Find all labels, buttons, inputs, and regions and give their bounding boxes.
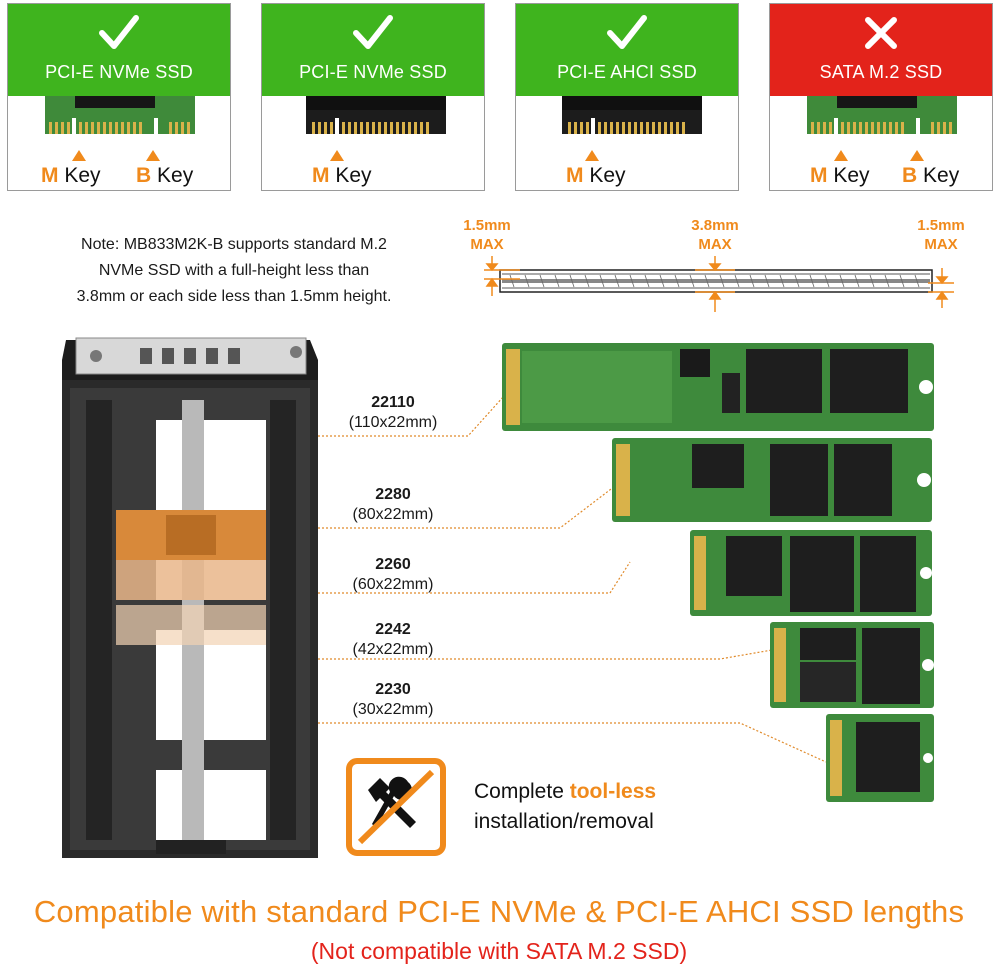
ssd-type-label: PCI-E AHCI SSD (557, 62, 697, 82)
length-label-2280: 2280(80x22mm) (352, 486, 434, 523)
ssd-type-label: PCI-E NVMe SSD (299, 62, 447, 82)
note-line: NVMe SSD with a full-height less than (98, 262, 370, 279)
b-key-arrow (146, 150, 160, 161)
length-label-2260: 2260(60x22mm) (352, 556, 434, 593)
status-band (770, 4, 992, 96)
check-icon (353, 15, 393, 49)
m-key-label: M Key (41, 164, 101, 187)
ssd-2260-image (690, 530, 932, 616)
status-band (8, 4, 230, 96)
m2-connector-image (807, 96, 957, 136)
m-key-arrow (330, 150, 344, 161)
m2-connector-image (45, 96, 195, 136)
ssd-type-label: PCI-E NVMe SSD (45, 62, 193, 82)
key-card-nvme-m: PCI-E NVMe SSD M Key (261, 3, 485, 191)
ssd-22110-image (502, 343, 934, 431)
compatibility-note: Note: MB833M2K-B supports standard M.2 N… (32, 232, 436, 310)
m2-connector-image (306, 96, 446, 136)
b-key-label: B Key (902, 164, 960, 187)
no-tools-icon (346, 758, 446, 856)
ssd-type-label: SATA M.2 SSD (819, 62, 943, 82)
incompatibility-subline: (Not compatible with SATA M.2 SSD) (310, 938, 688, 964)
m-key-label: M Key (810, 164, 870, 187)
ssd-2242-image (770, 622, 934, 708)
drive-tray-image (62, 337, 318, 858)
key-card-nvme-mb: PCI-E NVMe SSD M Key B Key (7, 3, 231, 191)
key-card-sata: SATA M.2 SSD M Key B Key (769, 3, 993, 191)
m-key-label: M Key (312, 164, 372, 187)
b-key-label: B Key (136, 164, 194, 187)
note-line: 3.8mm or each side less than 1.5mm heigh… (76, 288, 392, 305)
m-key-arrow (585, 150, 599, 161)
note-line: Note: MB833M2K-B supports standard M.2 (81, 236, 387, 253)
b-key-arrow (910, 150, 924, 161)
length-label-2242: 2242(42x22mm) (352, 621, 434, 658)
status-band (516, 4, 738, 96)
check-icon (99, 15, 139, 49)
check-icon (607, 15, 647, 49)
length-label-2230: 2230(30x22mm) (352, 681, 434, 718)
ssd-height-diagram (484, 256, 954, 312)
status-band (262, 4, 484, 96)
ssd-2280-image (612, 438, 932, 522)
length-label-22110: 22110(110x22mm) (348, 394, 438, 431)
m-key-arrow (72, 150, 86, 161)
m-key-arrow (834, 150, 848, 161)
compatibility-headline: Compatible with standard PCI-E NVMe & PC… (33, 894, 965, 929)
m2-connector-image (562, 96, 702, 136)
toolless-text: Complete tool-less installation/removal (474, 780, 657, 833)
ssd-2230-image (826, 714, 934, 802)
key-card-ahci-m: PCI-E AHCI SSD M Key (515, 3, 739, 191)
m-key-label: M Key (566, 164, 626, 187)
cross-icon (865, 17, 897, 49)
